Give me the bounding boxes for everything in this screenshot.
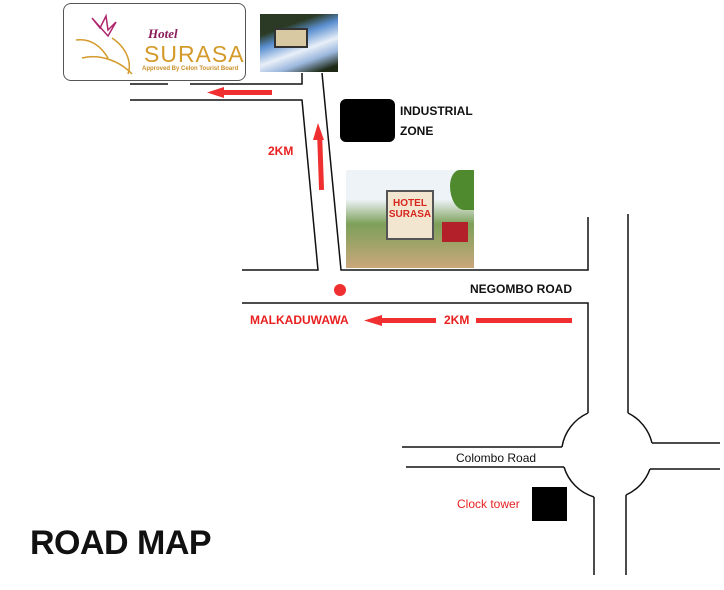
clock-tower-label: Clock tower (457, 497, 520, 511)
road-side-right (321, 72, 589, 271)
hotel-logo: Hotel SURASA Approved By Celon Tourist B… (63, 3, 246, 81)
signboard-photo-negombo-road: HOTEL SURASA (346, 170, 474, 268)
route-arrow-west-top (222, 90, 272, 95)
route-arrow-west-bottom (380, 318, 436, 323)
location-dot (334, 284, 346, 296)
road-top-upper (130, 73, 303, 85)
logo-hotel-text: Hotel (148, 26, 178, 41)
distance-north-label: 2KM (268, 144, 294, 158)
arrowhead-west-top (207, 87, 224, 98)
distance-west-label: 2KM (444, 313, 470, 327)
arrowhead-north (313, 123, 324, 140)
road-south (593, 495, 627, 575)
road-top-lower (130, 99, 319, 271)
industrial-zone-label-1: INDUSTRIAL (400, 104, 473, 118)
route-arrow-north (317, 137, 325, 191)
negombo-road-label: NEGOMBO ROAD (470, 282, 572, 296)
colombo-road-label: Colombo Road (456, 451, 537, 465)
photo-sign-text: HOTEL SURASA (388, 198, 432, 220)
roundabout (561, 412, 653, 498)
signboard-photo-junction (260, 14, 338, 72)
industrial-zone-marker (340, 99, 395, 142)
logo-tagline: Approved By Celon Tourist Board (142, 66, 239, 72)
logo-name: SURASA (144, 41, 245, 67)
route-line-west-bottom (476, 318, 572, 323)
lotus-hand-icon (75, 13, 133, 75)
negombo-road-lower (242, 302, 589, 413)
arrowhead-west-bottom (364, 315, 382, 326)
clock-tower-marker (532, 487, 567, 521)
malkaduwawa-label: MALKADUWAWA (250, 313, 349, 327)
industrial-zone-label-2: ZONE (400, 124, 434, 138)
page-title: ROAD MAP (30, 524, 212, 562)
